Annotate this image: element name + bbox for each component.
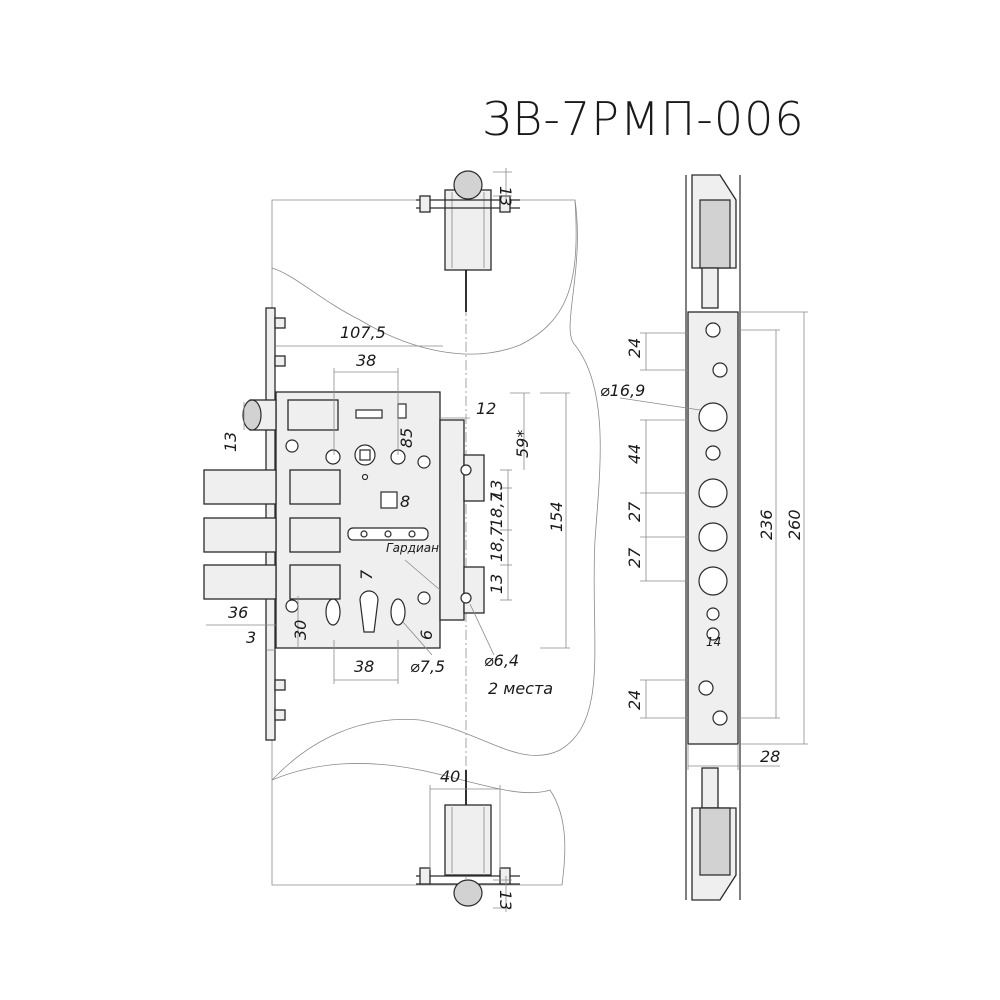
drawing-title: ЗВ-7РМП-006 <box>482 92 805 146</box>
dim-30: 30 <box>291 620 310 640</box>
dim-13-left: 13 <box>221 432 240 452</box>
dim-24-top: 24 <box>625 338 644 358</box>
dim-3: 3 <box>246 628 256 647</box>
dim-40: 40 <box>440 767 460 786</box>
lock-body <box>203 307 570 741</box>
dim-38-top: 38 <box>356 351 376 370</box>
dim-12: 12 <box>476 399 496 418</box>
dim-36: 36 <box>228 603 248 622</box>
dim-38-bottom: 38 <box>354 657 374 676</box>
dim-85: 85 <box>397 428 416 448</box>
dim-27-a: 27 <box>625 501 644 522</box>
dim-154: 154 <box>547 501 566 532</box>
dim-44: 44 <box>625 444 644 464</box>
dim-6-4: ⌀6,4 <box>484 651 519 670</box>
dim-18-7-b: 18,7 <box>487 526 506 562</box>
dim-places: 2 места <box>488 679 553 698</box>
dim-7-5: ⌀7,5 <box>410 657 445 676</box>
dim-260: 260 <box>785 509 804 540</box>
dim-107-5: 107,5 <box>340 323 386 342</box>
dim-16-9: ⌀16,9 <box>600 381 645 400</box>
dim-18-7-a: 18,7 <box>487 492 506 528</box>
dim-7: 7 <box>357 569 376 580</box>
dim-13-top: 13 <box>496 186 515 206</box>
dim-236: 236 <box>757 509 776 540</box>
dim-13-b: 13 <box>487 574 506 594</box>
dim-8: 8 <box>400 492 410 511</box>
dim-27-b: 27 <box>625 547 644 568</box>
dim-14: 14 <box>706 635 721 649</box>
dim-13-a: 13 <box>487 480 506 500</box>
dim-28: 28 <box>760 747 780 766</box>
dim-13-bottom: 13 <box>496 890 515 910</box>
strike-strip <box>619 174 808 901</box>
bottom-rod <box>416 770 520 912</box>
top-rod <box>416 168 520 312</box>
dim-59: 59* <box>513 430 532 458</box>
dim-24-bottom: 24 <box>625 690 644 710</box>
brand-mark: Гардиан <box>386 541 439 555</box>
dim-6: 6 <box>417 630 436 640</box>
